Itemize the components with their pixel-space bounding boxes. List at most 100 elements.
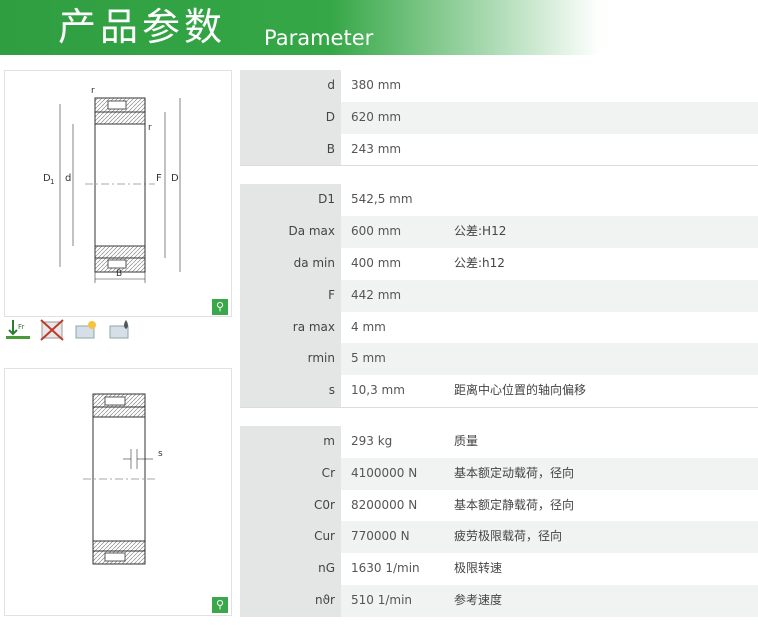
table-row: C0r 8200000 N 基本额定静载荷，径向 — [240, 489, 758, 522]
bearing-cross-section-svg: r r D 1 d F D B — [43, 86, 181, 283]
svg-text:Fr: Fr — [18, 323, 25, 331]
table-row: d 380 mm — [240, 70, 758, 102]
label-d: d — [65, 173, 71, 184]
label-D: D — [171, 173, 179, 184]
param-symbol-main: D — [288, 224, 298, 239]
param-symbol-main: r — [292, 319, 298, 334]
table-row: Da max 600 mm 公差:H12 — [240, 216, 758, 248]
page-title: 产品参数 — [58, 5, 227, 49]
param-value: 4 mm — [351, 319, 386, 334]
page-subtitle: Parameter — [264, 26, 374, 50]
table-row: ra max 4 mm — [240, 311, 758, 344]
param-value: 442 mm — [351, 287, 402, 302]
param-symbol-sub: 1 — [327, 192, 335, 207]
param-symbol-sub: r — [330, 465, 335, 480]
param-symbol-main: B — [326, 141, 335, 156]
label-D1: D — [43, 173, 51, 184]
bearing-drawing-1: r r D 1 d F D B ⚲ — [4, 70, 232, 317]
param-description: 极限转速 — [454, 561, 503, 576]
label-r-side: r — [148, 123, 152, 133]
table-row: D 620 mm — [240, 101, 758, 134]
label-B: B — [116, 269, 122, 279]
magnifier-icon[interactable]: ⚲ — [212, 299, 228, 315]
table-row: da min 400 mm 公差:h12 — [240, 247, 758, 280]
param-value: 542,5 mm — [351, 192, 413, 207]
param-symbol-main: r — [307, 351, 313, 366]
param-symbol-sub: 0r — [322, 497, 335, 512]
param-symbol: C0r — [240, 489, 341, 522]
param-value: 5 mm — [351, 351, 386, 366]
param-symbol-main: C — [314, 497, 323, 512]
param-symbol-sub: a max — [297, 319, 335, 334]
label-D1-sub: 1 — [50, 178, 54, 186]
param-symbol: ra max — [240, 311, 341, 344]
param-symbol: Da max — [240, 216, 341, 248]
param-value: 293 kg — [351, 433, 393, 448]
group-main-dimensions: d 380 mm D 620 mm B 243 mm — [240, 70, 758, 166]
param-description: 基本额定静载荷，径向 — [454, 497, 575, 512]
param-symbol-sub: a min — [301, 255, 335, 270]
param-value: 510 1/min — [351, 592, 413, 607]
param-symbol-main: D — [325, 109, 335, 124]
param-value: 400 mm — [351, 255, 402, 270]
param-description: 参考速度 — [454, 592, 503, 607]
param-symbol: B — [240, 133, 341, 166]
param-value: 8200000 N — [351, 497, 418, 512]
feature-icons: Fr — [5, 318, 136, 342]
bearing-drawing-2: s ⚲ — [4, 368, 232, 616]
param-value: 10,3 mm — [351, 383, 405, 398]
param-symbol-sub: G — [325, 561, 335, 576]
param-symbol-main: m — [323, 433, 335, 448]
param-description: 疲劳极限载荷，径向 — [454, 529, 563, 544]
param-symbol: F — [240, 279, 341, 312]
label-r-top: r — [91, 86, 95, 96]
table-row: rmin 5 mm — [240, 343, 758, 376]
table-row: nϑr 510 1/min 参考速度 — [240, 584, 758, 617]
param-value: 243 mm — [351, 141, 402, 156]
param-value: 380 mm — [351, 78, 402, 92]
param-symbol: s — [240, 375, 341, 407]
load-direction-icon: Fr — [5, 318, 31, 342]
param-value: 4100000 N — [351, 465, 418, 480]
temperature-icon — [73, 318, 99, 342]
param-symbol-main: F — [328, 287, 335, 302]
param-symbol: D — [240, 101, 341, 134]
param-symbol-main: d — [327, 78, 335, 92]
param-symbol: nϑr — [240, 584, 341, 617]
group-separator — [240, 406, 758, 426]
param-symbol-sub: min — [312, 351, 335, 366]
param-description: 质量 — [454, 433, 479, 448]
param-symbol: rmin — [240, 343, 341, 376]
group-load-ratings: m 293 kg 质量 Cr 4100000 N 基本额定动载荷，径向 C0r 8200000… — [240, 425, 758, 617]
label-s: s — [158, 449, 163, 459]
param-symbol-sub: a max — [297, 224, 335, 239]
param-symbol-main: d — [293, 255, 302, 270]
param-symbol: m — [240, 425, 341, 458]
table-row: s 10,3 mm 距离中心位置的轴向偏移 — [240, 375, 758, 407]
param-symbol: d — [240, 70, 341, 102]
param-value: 620 mm — [351, 109, 402, 124]
magnifier-icon[interactable]: ⚲ — [212, 597, 228, 613]
param-symbol-main: n — [315, 592, 323, 607]
bearing-offset-svg: s — [83, 393, 163, 565]
param-symbol-main: s — [328, 383, 335, 398]
param-symbol: da min — [240, 247, 341, 280]
param-value: 770000 N — [351, 529, 410, 544]
param-description: 公差:H12 — [454, 224, 507, 239]
table-row: D1 542,5 mm — [240, 184, 758, 217]
param-value: 600 mm — [351, 224, 402, 239]
param-description: 距离中心位置的轴向偏移 — [454, 383, 587, 398]
param-description: 公差:h12 — [454, 255, 505, 270]
param-symbol: D1 — [240, 184, 341, 217]
param-symbol-sub: ϑr — [322, 592, 335, 607]
param-symbol-main: n — [318, 561, 326, 576]
param-description: 基本额定动载荷，径向 — [454, 465, 575, 480]
group-separator — [240, 165, 758, 184]
param-symbol: nG — [240, 553, 341, 585]
oil-drop-icon — [107, 318, 133, 342]
